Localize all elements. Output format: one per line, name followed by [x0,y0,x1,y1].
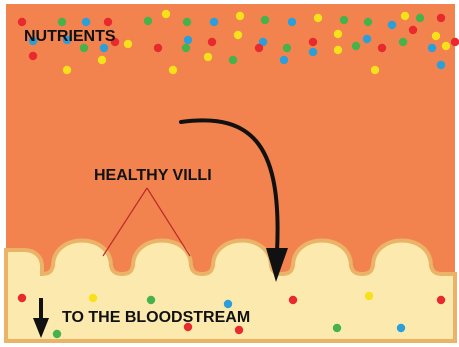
nutrient-dot [63,66,71,74]
nutrient-dot [437,61,445,69]
nutrient-dot [236,12,244,20]
nutrient-dot [334,46,342,54]
nutrient-dot [363,35,371,43]
nutrient-dot [82,18,90,26]
nutrient-dot [399,38,407,46]
nutrient-dot [416,14,424,22]
nutrient-dot [234,31,242,39]
nutrient-dot [309,48,317,56]
nutrient-dot [18,294,26,302]
nutrient-dot [224,300,232,308]
nutrient-dot [432,32,440,40]
nutrient-dot [80,44,88,52]
nutrient-dot [283,44,291,52]
nutrient-dot [314,14,322,22]
nutrient-dot [104,18,112,26]
nutrient-dot [334,30,342,38]
nutrient-dot [309,38,317,46]
nutrient-dot [235,326,243,334]
nutrient-dot [204,53,212,61]
nutrient-dot [437,14,445,22]
bloodstream-label: TO THE BLOODSTREAM [62,309,250,326]
nutrient-dot [100,44,108,52]
nutrient-dot [147,296,155,304]
nutrient-dot [169,66,177,74]
healthy-villi-label: HEALTHY VILLI [94,167,212,184]
nutrient-dot [388,21,396,29]
nutrient-dot [255,44,263,52]
nutrient-dot [371,66,379,74]
nutrient-dot [183,18,191,26]
nutrient-dot [29,52,37,60]
nutrient-dot [229,56,237,64]
nutrient-dot [182,44,190,52]
nutrient-dot [184,36,192,44]
nutrient-dot [451,38,459,46]
nutrient-dot [280,56,288,64]
nutrient-dot [18,18,26,26]
nutrient-dot [437,296,445,304]
nutrient-dot [288,18,296,26]
nutrient-dot [409,26,417,34]
nutrient-dot [428,44,436,52]
nutrient-dot [144,17,152,25]
nutrient-dot [352,42,360,50]
nutrient-dot [364,18,372,26]
nutrient-dot [98,56,106,64]
nutrient-dot [208,38,216,46]
nutrient-dot [58,18,66,26]
nutrient-dot [89,294,97,302]
nutrient-dot [53,330,61,338]
nutrient-dot [124,40,132,48]
nutrient-dot [210,18,218,26]
nutrient-dot [401,12,409,20]
nutrient-dot [154,44,162,52]
nutrient-dot [162,10,170,18]
nutrient-dot [289,296,297,304]
nutrient-dot [365,292,373,300]
nutrient-dot [397,324,405,332]
nutrient-dot [340,16,348,24]
nutrient-dot [378,44,386,52]
nutrient-dot [333,324,341,332]
nutrient-dot [261,16,269,24]
nutrients-label: NUTRIENTS [24,28,116,45]
nutrient-dot [442,42,450,50]
